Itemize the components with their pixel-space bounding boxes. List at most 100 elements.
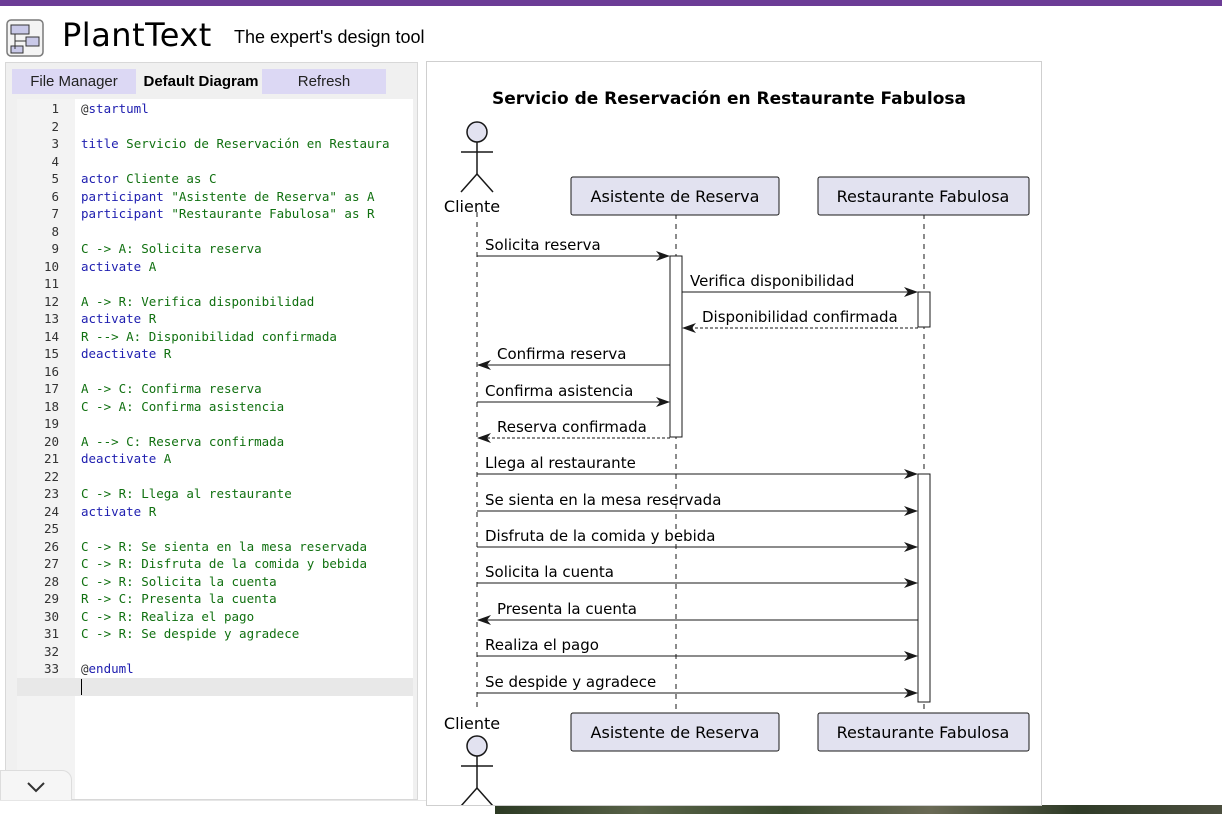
line-number: 3 — [51, 136, 59, 151]
line-number: 19 — [43, 416, 59, 431]
top-accent-bar — [0, 0, 1222, 6]
code-line: @enduml — [81, 661, 134, 676]
message-label: Se despide y agradece — [485, 673, 656, 691]
code-line: activate A — [81, 258, 157, 274]
line-number: 31 — [43, 626, 59, 641]
app-header: PlantText The expert's design tool — [0, 6, 1222, 62]
arrowhead — [682, 323, 696, 333]
participant-label-restaurante-bottom: Restaurante Fabulosa — [837, 723, 1010, 742]
line-number: 17 — [43, 381, 59, 396]
code-line: R -> C: Presenta la cuenta — [81, 591, 277, 606]
line-number: 11 — [43, 276, 59, 291]
code-line: title Servicio de Reservación en Restaur… — [81, 136, 390, 151]
message-label: Presenta la cuenta — [497, 600, 637, 618]
code-line: deactivate R — [81, 346, 172, 361]
line-number: 21 — [43, 451, 59, 466]
line-number: 16 — [43, 363, 59, 379]
code-line: C -> R: Solicita la cuenta — [81, 573, 277, 589]
line-number: 18 — [43, 398, 59, 414]
message-label: Realiza el pago — [485, 636, 599, 654]
line-number: 32 — [43, 643, 59, 659]
code-line: R --> A: Disponibilidad confirmada — [81, 328, 337, 344]
tab-default-diagram[interactable]: Default Diagram — [140, 69, 262, 94]
participant-box-restaurante-top — [817, 176, 1030, 216]
line-number: 9 — [51, 241, 59, 256]
activation-restaurante-1 — [917, 291, 931, 328]
participant-label-restaurante-top: Restaurante Fabulosa — [837, 187, 1010, 206]
arrowhead — [656, 251, 670, 261]
participant-label-asistente-top: Asistente de Reserva — [591, 187, 760, 206]
actor-cliente-top — [460, 121, 494, 193]
line-number: 15 — [43, 346, 59, 361]
line-number: 28 — [43, 573, 59, 589]
participant-label-asistente-bottom: Asistente de Reserva — [591, 723, 760, 742]
participant-box-asistente-bottom — [570, 712, 780, 752]
message-label: Solicita reserva — [485, 236, 601, 254]
actor-label-top: Cliente — [444, 197, 500, 216]
code-line: C -> R: Se sienta en la mesa reservada — [81, 538, 367, 554]
chevron-down-icon — [27, 782, 45, 793]
brand-tagline: The expert's design tool — [234, 27, 425, 47]
code-line: C -> R: Se despide y agradece — [81, 626, 300, 641]
code-line: C -> A: Solicita reserva — [81, 241, 262, 256]
code-line: A -> R: Verifica disponibilidad — [81, 293, 315, 309]
message-label: Se sienta en la mesa reservada — [485, 491, 721, 509]
diagram-logo-icon[interactable] — [6, 19, 44, 57]
background-image-strip — [495, 805, 1222, 814]
line-number: 30 — [43, 608, 59, 624]
code-line: A --> C: Reserva confirmada — [81, 433, 285, 449]
arrowhead — [656, 397, 670, 407]
sequence-diagram: Servicio de Reservación en Restaurante F… — [444, 89, 1030, 805]
line-number: 10 — [43, 258, 59, 274]
text-cursor — [81, 679, 82, 695]
line-number: 33 — [43, 661, 59, 676]
line-number: 6 — [51, 188, 59, 204]
arrowhead — [904, 578, 918, 588]
line-number: 14 — [43, 328, 59, 344]
diagram-preview: Servicio de Reservación en Restaurante F… — [426, 61, 1042, 806]
line-number: 22 — [43, 468, 59, 484]
line-number: 24 — [43, 503, 59, 519]
line-number: 25 — [43, 521, 59, 536]
refresh-button[interactable]: Refresh — [262, 69, 386, 94]
message-label: Llega al restaurante — [485, 454, 636, 472]
actor-cliente-bottom — [460, 735, 494, 805]
message-label: Solicita la cuenta — [485, 563, 614, 581]
arrowhead — [904, 287, 918, 297]
participant-box-restaurante-bottom — [817, 712, 1030, 752]
collapse-toggle[interactable] — [0, 770, 72, 802]
arrowhead — [477, 433, 491, 443]
diagram-title: Servicio de Reservación en Restaurante F… — [492, 89, 966, 109]
line-number: 8 — [51, 223, 59, 239]
line-number: 12 — [43, 293, 59, 309]
participant-box-asistente-top — [570, 176, 780, 216]
code-line: deactivate A — [81, 451, 172, 466]
message-label: Disfruta de la comida y bebida — [485, 527, 715, 545]
line-number: 4 — [51, 153, 59, 169]
code-line: participant "Restaurante Fabulosa" as R — [81, 206, 375, 221]
activation-asistente — [669, 255, 683, 438]
code-line: activate R — [81, 503, 157, 519]
code-line: @startuml — [81, 101, 149, 116]
code-line: participant "Asistente de Reserva" as A — [81, 188, 375, 204]
code-line: A -> C: Confirma reserva — [81, 381, 262, 396]
arrowhead — [904, 542, 918, 552]
actor-label-bottom: Cliente — [444, 714, 500, 733]
message-label: Confirma asistencia — [485, 382, 633, 400]
code-line: C -> R: Disfruta de la comida y bebida — [81, 556, 367, 571]
message-label: Confirma reserva — [497, 345, 626, 363]
horizontal-scrollbar[interactable] — [0, 800, 495, 814]
line-number: 27 — [43, 556, 59, 571]
message-label: Disponibilidad confirmada — [702, 308, 898, 326]
arrowhead — [477, 360, 491, 370]
line-number: 1 — [51, 101, 59, 116]
line-number: 20 — [43, 433, 59, 449]
line-number: 26 — [43, 538, 59, 554]
arrowhead — [477, 615, 491, 625]
line-number: 13 — [43, 311, 59, 326]
tab-file-manager[interactable]: File Manager — [12, 69, 136, 94]
message-label: Reserva confirmada — [497, 418, 647, 436]
